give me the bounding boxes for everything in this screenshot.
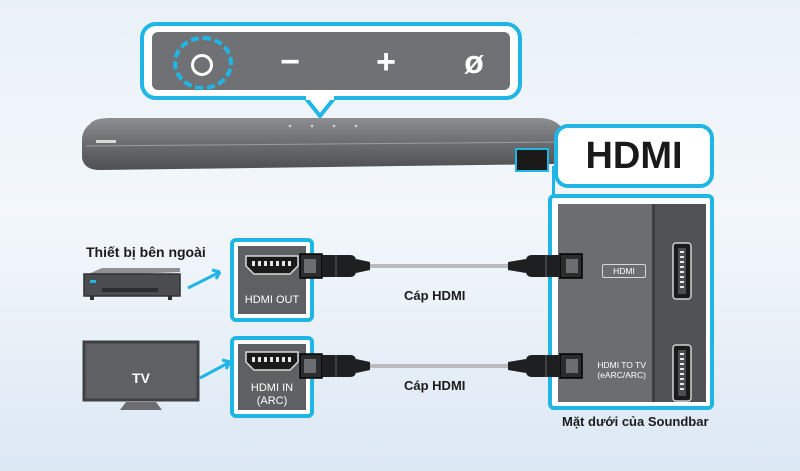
power-button[interactable] [191,54,213,76]
soundbar [82,118,566,170]
hdmi-out-port-label: HDMI OUT [244,294,300,306]
power-button-highlight [173,36,233,90]
panel-hdmi-to-tv-label-1: HDMI TO TV [597,360,646,370]
soundbar-panel-divider [652,204,655,402]
hdmi-cable-bottom [299,353,583,379]
external-device-arrow [187,268,222,290]
port-connector-line [552,166,555,196]
panel-hdmi-port-top [672,242,692,300]
external-device-label: Thiết bị bên ngoài [86,244,206,260]
hdmi-cable-bottom-label: Cáp HDMI [404,378,466,393]
external-device-icon [83,268,181,300]
hdmi-in-port-icon [245,351,299,371]
soundbar-bottom-caption: Mặt dưới của Soundbar [562,414,709,429]
panel-hdmi-port-bottom [672,344,692,402]
hdmi-in-port-label-1: HDMI IN [250,382,294,394]
panel-hdmi-label: HDMI [602,264,646,278]
tv-icon [82,340,200,410]
panel-hdmi-to-tv-label-2: (eARC/ARC) [597,370,646,380]
volume-up-button[interactable]: + [376,43,396,81]
soundbar-hdmi-port-highlight [515,148,549,172]
tv-screen-text: TV [132,370,150,386]
tv-arrow [199,358,232,380]
mic-off-button[interactable]: ø [464,44,484,80]
callout-pointer [302,96,338,118]
hdmi-cable-top [299,253,583,279]
volume-down-button[interactable]: − [280,43,300,81]
hdmi-in-port-label-2: (ARC) [256,395,288,407]
hdmi-cable-top-label: Cáp HDMI [404,288,466,303]
hdmi-badge: HDMI [562,132,706,180]
hdmi-out-port-icon [245,255,299,275]
